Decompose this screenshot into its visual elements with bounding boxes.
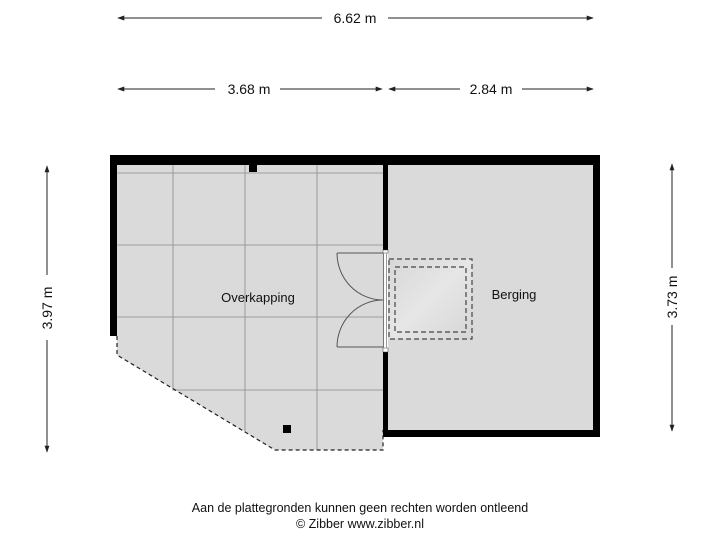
room-label-overkapping: Overkapping xyxy=(221,290,295,305)
door-frame xyxy=(382,249,389,353)
dimension-right-height-label: 3.73 m xyxy=(664,276,680,319)
dimension-total-width-label: 6.62 m xyxy=(334,10,377,26)
double-door xyxy=(336,252,384,348)
room-label-berging: Berging xyxy=(492,287,537,302)
post-top xyxy=(249,165,257,172)
overkapping-floor xyxy=(117,165,383,450)
footer-copyright: © Zibber www.zibber.nl xyxy=(295,517,424,531)
overkapping-open-edge xyxy=(116,336,384,451)
dimension-left-width-label: 3.68 m xyxy=(228,81,271,97)
dimension-left-height-label: 3.97 m xyxy=(39,287,55,330)
skylight xyxy=(388,258,473,340)
tile-grid xyxy=(117,165,383,450)
dimension-right-width-label: 2.84 m xyxy=(470,81,513,97)
post-bottom xyxy=(283,425,291,433)
footer-disclaimer: Aan de plattegronden kunnen geen rechten… xyxy=(191,501,529,515)
walls xyxy=(110,155,600,437)
